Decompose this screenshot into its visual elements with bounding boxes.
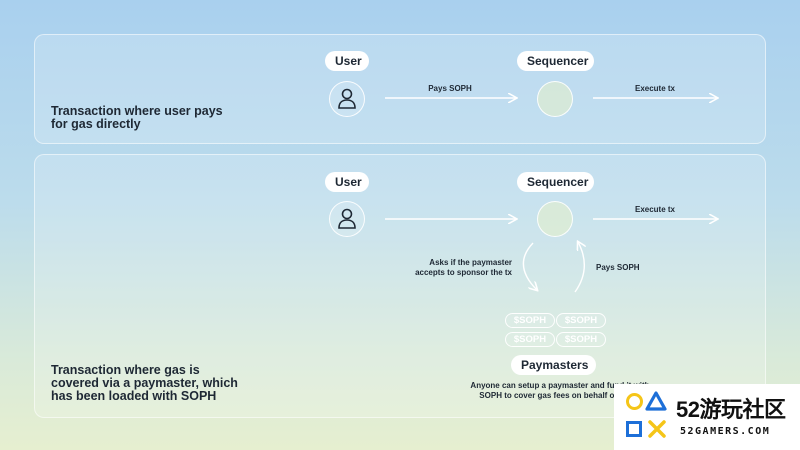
soph-token-badge: $SOPH: [505, 332, 555, 347]
user-label-pill: User: [325, 172, 369, 192]
triangle-icon: [645, 391, 667, 411]
watermark-logo: 52游玩社区 52GAMERS.COM: [614, 384, 800, 450]
soph-token-badge: $SOPH: [556, 313, 606, 328]
user-node: [329, 201, 365, 237]
pays-soph-label: Pays SOPH: [596, 263, 640, 272]
cross-icon: [648, 420, 666, 438]
sequencer-label-pill: Sequencer: [517, 172, 594, 192]
sequencer-node: [537, 81, 573, 117]
execute-tx-label: Execute tx: [634, 205, 676, 214]
square-icon: [626, 421, 642, 437]
watermark-text-cn: 52游玩社区: [676, 397, 786, 422]
execute-tx-label: Execute tx: [634, 84, 676, 93]
soph-token-badge: $SOPH: [505, 313, 555, 328]
watermark-text-en: 52GAMERS.COM: [680, 426, 771, 437]
user-icon: [338, 88, 356, 109]
paymasters-label-pill: Paymasters: [511, 355, 596, 375]
user-node: [329, 81, 365, 117]
paymaster-pays-arrow: [574, 242, 584, 293]
pays-soph-label: Pays SOPH: [428, 84, 472, 93]
ask-paymaster-label: Asks if the paymaster accepts to sponsor…: [415, 258, 512, 277]
ask-paymaster-arrow: [522, 242, 537, 290]
panel-description: Transaction where gas is covered via a p…: [51, 363, 238, 403]
sequencer-label-pill: Sequencer: [517, 51, 594, 71]
soph-token-badge: $SOPH: [556, 332, 606, 347]
panel-description: Transaction where user pays for gas dire…: [51, 104, 223, 131]
user-label-pill: User: [325, 51, 369, 71]
direct-gas-panel: Transaction where user pays for gas dire…: [34, 34, 766, 144]
paymaster-gas-panel: Transaction where gas is covered via a p…: [34, 154, 766, 418]
user-icon: [338, 208, 356, 229]
sequencer-node: [537, 201, 573, 237]
circle-icon: [626, 393, 643, 410]
